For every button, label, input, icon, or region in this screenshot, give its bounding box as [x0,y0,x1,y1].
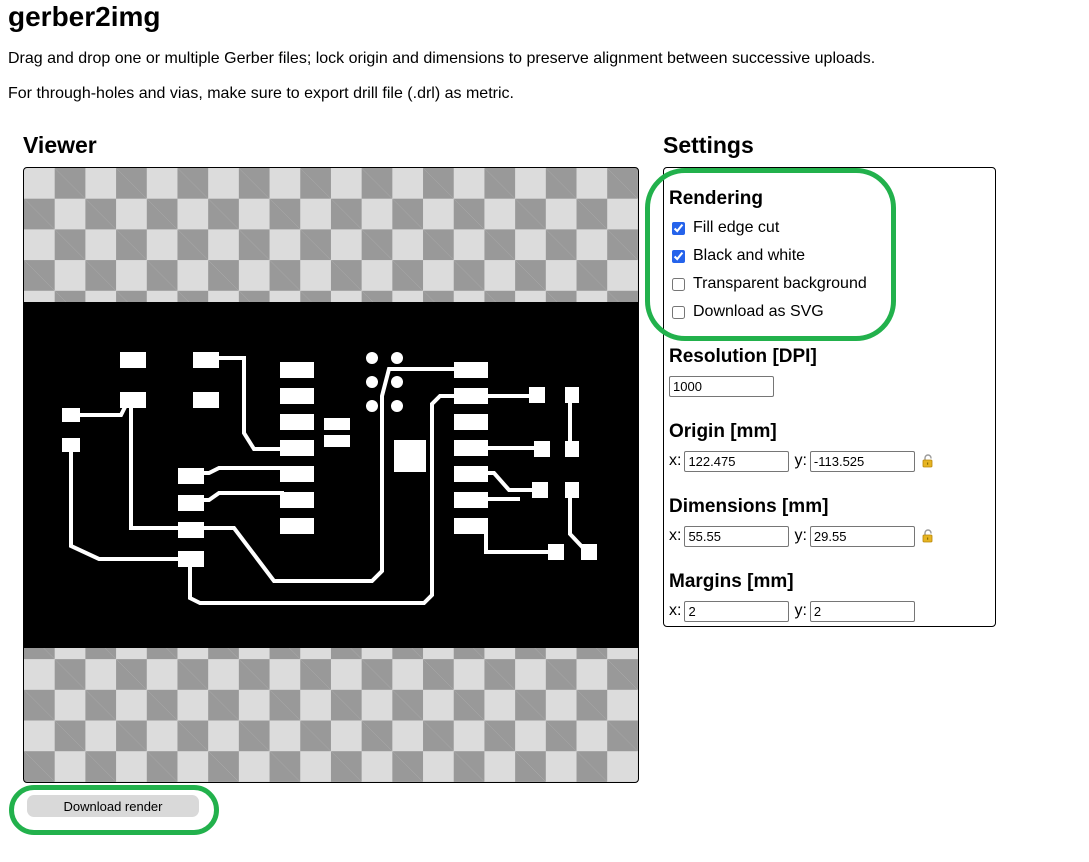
pad-31 [581,544,597,560]
dimensions-x-input[interactable] [684,525,790,547]
viewer-heading: Viewer [23,132,97,158]
drill-file-note: For through-holes and vias, make sure to… [8,85,514,102]
download-as-svg-option[interactable]: Download as SVG [672,302,824,322]
pad-14 [324,435,350,447]
resolution-heading: Resolution [DPI] [669,346,817,367]
intro-instructions: Drag and drop one or multiple Gerber fil… [8,50,876,67]
pad-8 [280,414,314,430]
via-2 [366,376,378,388]
board-area [24,302,638,648]
dimensions-x-label: x: [669,527,682,544]
trace-6 [188,394,535,605]
pad-17 [178,522,204,538]
via-0 [366,352,378,364]
pad-25 [454,518,488,534]
pad-15 [178,468,204,484]
black-and-white-option[interactable]: Black and white [672,246,805,266]
pad-27 [529,387,545,403]
origin-x-input[interactable] [684,450,790,472]
black-and-white-label: Black and white [693,247,806,264]
pad-23 [454,466,488,482]
pad-13 [324,418,350,430]
via-1 [391,352,403,364]
origin-x-label: x: [669,452,682,469]
origin-unlocked-padlock-icon[interactable] [921,454,935,468]
rendering-heading: Rendering [669,188,763,209]
pad-21 [454,414,488,430]
transparent-background-label: Transparent background [693,275,867,292]
pad-7 [280,388,314,404]
pad-34 [565,482,579,498]
fill-edge-cut-option[interactable]: Fill edge cut [672,218,779,238]
via-3 [391,376,403,388]
download-as-svg-checkbox[interactable] [672,305,685,319]
origin-y-input[interactable] [809,450,915,472]
fill-edge-cut-checkbox[interactable] [672,221,685,235]
pad-5 [62,438,80,452]
pad-0 [120,352,146,368]
pad-28 [534,441,550,457]
transparent-background-option[interactable]: Transparent background [672,274,867,294]
pad-11 [280,492,314,508]
download-render-button[interactable]: Download render [27,795,199,817]
margins-x-label: x: [669,602,682,619]
dimensions-y-label: y: [794,527,807,544]
page-title: gerber2img [8,1,161,32]
pad-2 [120,392,146,408]
margins-heading: Margins [mm] [669,571,794,592]
pad-1 [193,352,219,368]
pad-33 [565,441,579,457]
pad-24 [454,492,488,508]
trace-1 [69,445,180,561]
pad-10 [280,466,314,482]
pad-18 [178,551,204,567]
transparent-background-checkbox[interactable] [672,277,685,291]
fill-edge-cut-label: Fill edge cut [693,219,780,236]
download-as-svg-label: Download as SVG [693,303,824,320]
origin-y-label: y: [794,452,807,469]
pad-4 [62,408,80,422]
pad-6 [280,362,314,378]
settings-panel: Rendering Fill edge cut Black and white … [663,167,996,627]
dimensions-unlocked-padlock-icon[interactable] [921,529,935,543]
pad-30 [548,544,564,560]
margins-y-input[interactable] [809,600,915,622]
pad-12 [280,518,314,534]
dimensions-y-input[interactable] [809,525,915,547]
pad-19 [454,362,488,378]
pad-32 [565,387,579,403]
settings-heading: Settings [663,132,754,158]
black-and-white-checkbox[interactable] [672,249,685,263]
dimensions-heading: Dimensions [mm] [669,496,829,517]
resolution-input[interactable] [669,375,774,397]
origin-row: x: y: [669,450,935,472]
trace-2 [205,356,284,451]
pad-9 [280,440,314,456]
pad-16 [178,495,204,511]
margins-x-input[interactable] [684,600,790,622]
dimensions-row: x: y: [669,525,935,547]
pad-22 [454,440,488,456]
via-4 [366,400,378,412]
trace-5 [194,367,454,583]
origin-heading: Origin [mm] [669,421,777,442]
resolution-row [669,375,774,397]
margins-row: x: y: [669,600,915,622]
via-5 [391,400,403,412]
pad-20 [454,388,488,404]
pcb-render-image [24,302,638,648]
render-viewer [23,167,639,783]
pad-3 [193,392,219,408]
pad-29 [532,482,548,498]
margins-y-label: y: [794,602,807,619]
pad-26 [394,440,426,472]
